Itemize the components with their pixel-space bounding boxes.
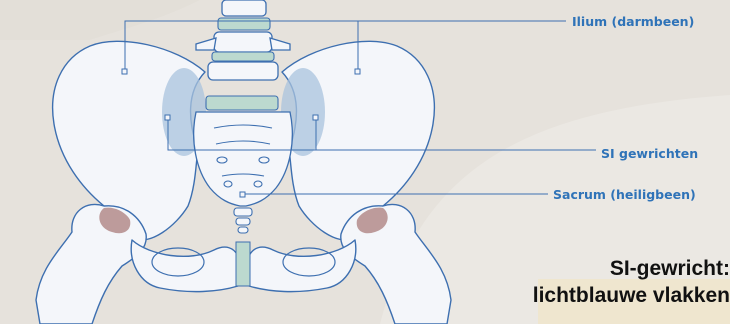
vertebra-1 <box>222 0 266 16</box>
ilium-label: Ilium (darmbeen) <box>572 14 694 29</box>
sacrum-label: Sacrum (heiligbeen) <box>553 187 696 202</box>
caption-line-2: lichtblauwe vlakken <box>470 282 730 309</box>
caption: SI-gewricht: lichtblauwe vlakken <box>470 255 730 309</box>
coccyx-1 <box>234 208 252 216</box>
sacrum-marker <box>240 192 245 197</box>
coccyx-3 <box>238 227 248 233</box>
disc-3 <box>206 96 278 110</box>
transverse-process-left <box>196 38 216 50</box>
pubic-arch-right <box>249 240 356 292</box>
ilium-marker-right <box>355 69 360 74</box>
disc-1 <box>218 18 270 30</box>
transverse-process-right <box>270 38 290 50</box>
pubic-arch <box>131 240 238 292</box>
si-marker-right <box>313 115 318 120</box>
vertebra-2 <box>214 32 272 52</box>
vertebra-3 <box>208 62 278 80</box>
background-shape-top <box>0 0 200 40</box>
pubic-symphysis <box>236 242 250 286</box>
coccyx-2 <box>236 218 250 225</box>
ilium-marker-left <box>122 69 127 74</box>
si-marker-left <box>165 115 170 120</box>
caption-line-1: SI-gewricht: <box>470 255 730 282</box>
si-joints-label: SI gewrichten <box>601 146 698 161</box>
disc-2 <box>212 52 274 61</box>
